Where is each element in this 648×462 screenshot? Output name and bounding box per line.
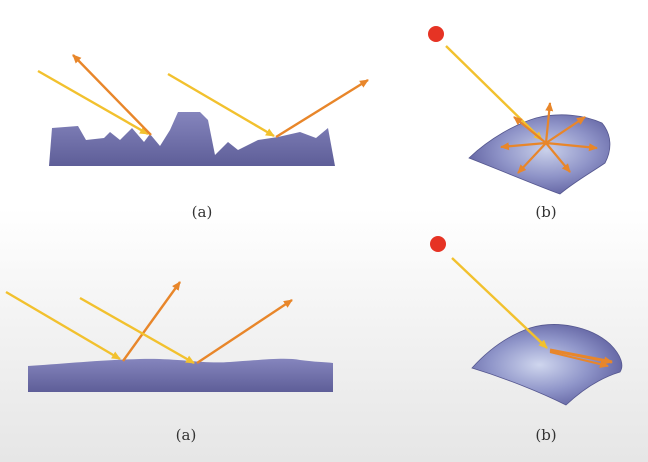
- scattered-ray: [545, 142, 571, 173]
- light-source: [428, 26, 444, 42]
- incident-ray: [37, 69, 149, 136]
- incident-ray: [167, 72, 275, 138]
- scattered-ray: [517, 142, 547, 174]
- smooth-surface-panel: [5, 281, 333, 392]
- smooth-surface: [28, 358, 333, 392]
- incident-ray: [445, 45, 543, 141]
- caption-bottom-left: (a): [175, 426, 197, 444]
- caption-top-left: (a): [191, 203, 213, 221]
- scattered-ray: [545, 141, 598, 152]
- caption-top-right: (b): [535, 203, 557, 221]
- reflected-ray: [275, 78, 369, 139]
- reflected-ray: [196, 298, 293, 365]
- incident-ray: [79, 296, 195, 365]
- caption-bottom-right: (b): [535, 426, 557, 444]
- scattered-ray: [513, 116, 547, 144]
- reflected-ray: [549, 348, 613, 365]
- rough-surface: [49, 112, 335, 166]
- diffuse-patch-panel: [428, 26, 611, 195]
- reflected-ray: [122, 281, 181, 362]
- light-source: [430, 236, 446, 252]
- curved-patch: [468, 114, 611, 195]
- incident-ray: [451, 257, 548, 349]
- scattered-ray: [544, 102, 554, 144]
- rough-surface-panel: [37, 54, 369, 166]
- specular-patch-panel: [430, 236, 623, 406]
- reflected-ray: [72, 54, 152, 136]
- incident-ray: [5, 290, 121, 361]
- reflected-ray: [549, 351, 609, 369]
- scattered-ray: [500, 141, 547, 151]
- scattered-ray: [545, 116, 586, 144]
